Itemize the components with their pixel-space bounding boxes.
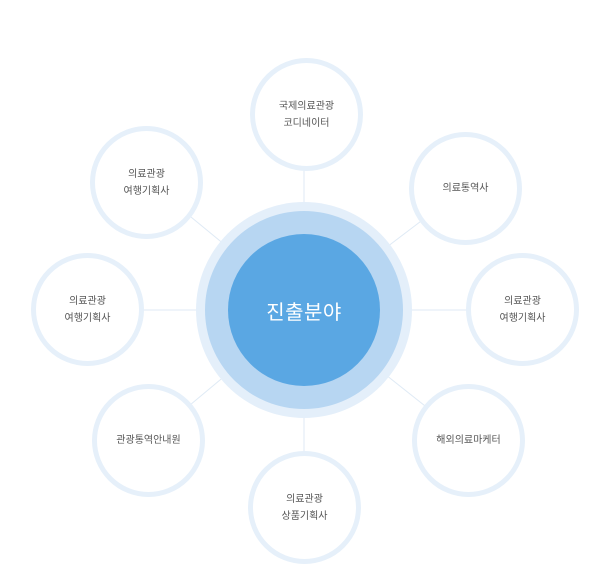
node-lower-left: 관광통역안내원 bbox=[92, 384, 205, 497]
node-right: 의료관광 여행기획사 bbox=[466, 253, 579, 366]
node-upper-right: 의료통역사 bbox=[409, 132, 522, 245]
node-upper-right-line-1: 의료통역사 bbox=[442, 183, 489, 194]
node-left-line-2: 여행기획사 bbox=[64, 312, 111, 324]
node-left: 의료관광 여행기획사 bbox=[31, 253, 144, 366]
node-bottom-line-2: 상품기획사 bbox=[281, 510, 328, 522]
center-label: 진출분야 bbox=[228, 234, 380, 386]
node-bottom-line-1: 의료관광 bbox=[286, 493, 323, 505]
node-upper-left-line-2: 여행기획사 bbox=[123, 185, 170, 197]
node-left-line-1: 의료관광 bbox=[69, 295, 106, 307]
node-top: 국제의료관광 코디네이터 bbox=[250, 58, 363, 171]
node-upper-left: 의료관광 여행기획사 bbox=[90, 126, 203, 239]
node-right-line-2: 여행기획사 bbox=[499, 312, 546, 324]
node-lower-right-line-1: 해외의료마케터 bbox=[436, 435, 501, 446]
node-top-line-1: 국제의료관광 bbox=[278, 100, 335, 112]
node-right-line-1: 의료관광 bbox=[504, 295, 541, 307]
node-lower-left-line-1: 관광통역안내원 bbox=[116, 435, 181, 446]
node-upper-left-line-1: 의료관광 bbox=[128, 168, 165, 180]
node-top-line-2: 코디네이터 bbox=[283, 117, 330, 129]
node-lower-right: 해외의료마케터 bbox=[412, 384, 525, 497]
node-bottom: 의료관광 상품기획사 bbox=[248, 451, 361, 564]
